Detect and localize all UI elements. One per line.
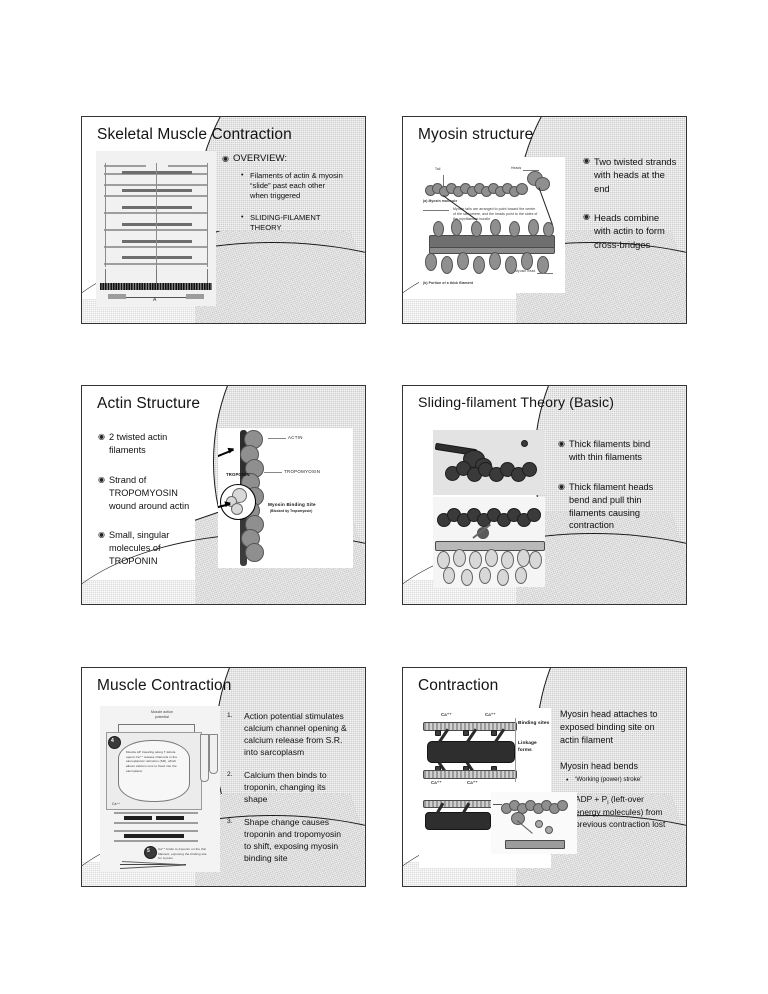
figure-label-actin: ACTIN	[288, 435, 303, 440]
slide-bullet-list: ◉ OVERVIEW: • Filaments of actin & myosi…	[222, 153, 344, 249]
dot-bullet-icon: •	[241, 171, 244, 179]
slide-bullet-list: ◉ Thick filaments bind with thin filamen…	[558, 438, 668, 541]
figure-label-a-band: A	[153, 297, 157, 303]
figure-step-number-5: 5	[147, 847, 150, 854]
bullet-item: ◉ Thick filaments bind with thin filamen…	[558, 438, 668, 464]
circled-dot-bullet-icon: ◉	[98, 432, 105, 441]
slide-title: Skeletal Muscle Contraction	[97, 126, 292, 143]
sub-bullet-item: • ADP + Pi (left-over energy molecules) …	[566, 794, 669, 831]
slide-1[interactable]: Skeletal Muscle Contraction	[81, 116, 366, 324]
figure-step-5-text: Ca⁺⁺ binds to troponin on the thin filam…	[158, 847, 207, 860]
bullet-text: Two twisted strands with heads at the en…	[594, 156, 677, 194]
bullet-item: ◉ 2 twisted actin filaments	[98, 431, 203, 457]
sub-bullet-item: • SLIDING-FILAMENT THEORY	[241, 213, 344, 234]
slide-title: Actin Structure	[97, 395, 201, 412]
figure-step-4-text: Muscle AP traveling along T-tubule opens…	[126, 750, 178, 773]
figure-caption-b: (b) Portion of a thick filament	[423, 281, 474, 285]
numbered-item: 1. Action potential stimulates calcium c…	[227, 710, 349, 758]
bullet-text: Strand of TROPOMYOSIN wound around actin	[109, 474, 190, 511]
numbered-text: Shape change causes troponin and tropomy…	[244, 817, 341, 864]
slide-bullet-list: ◉ 2 twisted actin filaments ◉ Strand of …	[98, 431, 203, 577]
slide-title: Contraction	[418, 677, 499, 694]
slide-numbered-list: 1. Action potential stimulates calcium c…	[227, 710, 349, 875]
slide-3[interactable]: Actin Structure TROPONIN ACTIN	[81, 385, 366, 605]
figure-label-calcium: Ca⁺⁺	[485, 712, 496, 717]
pointer-arrow-actin	[218, 448, 234, 474]
figure-label-linkage-forms: Linkage forms	[518, 741, 537, 754]
slide-4[interactable]: Sliding-filament Theory (Basic)	[402, 385, 687, 605]
slide-5[interactable]: Muscle Contraction Muscle action potenti…	[81, 667, 366, 887]
sub-bullet-item: • ‘Working (power) stroke’	[566, 776, 669, 787]
bullet-item: ◉ Thick filament heads bend and pull thi…	[558, 481, 668, 533]
circled-dot-bullet-icon: ◉	[583, 212, 590, 222]
slide-bullet-list: ◉ Two twisted strands with heads at the …	[583, 155, 678, 260]
sub-bullet-text: ‘Working (power) stroke’	[575, 776, 642, 784]
bullet-text: Thick filament heads bend and pull thin …	[569, 481, 654, 531]
figure-caption-a: (a) Myosin molecule	[423, 199, 458, 203]
sub-bullet-text: SLIDING-FILAMENT THEORY	[250, 212, 321, 232]
slide-title: Sliding-filament Theory (Basic)	[418, 395, 615, 411]
numbered-text: Calcium then binds to troponin, changing…	[244, 770, 327, 805]
circled-dot-bullet-icon: ◉	[222, 154, 229, 163]
figure-step-number-4: 4	[111, 737, 114, 744]
list-number: 1.	[227, 712, 233, 719]
bullet-text: 2 twisted actin filaments	[109, 432, 168, 455]
numbered-item: 2. Calcium then binds to troponin, chang…	[227, 769, 349, 805]
numbered-text: Myosin head attaches to exposed binding …	[560, 709, 658, 745]
sarcomere-sliding-filament-diagram: A	[96, 151, 216, 306]
dot-bullet-icon: •	[566, 777, 569, 785]
circled-dot-bullet-icon: ◉	[558, 439, 565, 448]
bullet-item: ◉ Two twisted strands with heads at the …	[583, 155, 678, 195]
circled-dot-bullet-icon: ◉	[583, 156, 590, 165]
figure-label-binding-site: Myosin Binding Site	[268, 502, 316, 507]
figure-label-heads: Heads	[511, 166, 522, 170]
dot-bullet-icon: •	[241, 213, 244, 221]
numbered-text: Action potential stimulates calcium chan…	[244, 711, 347, 758]
circled-dot-bullet-icon: ◉	[558, 481, 565, 491]
slide-title: Myosin structure	[418, 126, 534, 143]
cross-bridge-binding-photo-top	[433, 430, 545, 495]
sub-bullet-item: • Filaments of actin & myosin “slide” pa…	[241, 171, 344, 202]
numbered-text: Myosin head bends	[560, 761, 639, 772]
figure-label-binding-site-note: (Blocked by Tropomyosin)	[270, 509, 313, 513]
figure-label-troponin: TROPONIN	[226, 472, 250, 477]
slide-title: Muscle Contraction	[97, 677, 232, 694]
bullet-item: ◉ Heads combine with actin to form cross…	[583, 211, 678, 251]
slide-2[interactable]: Myosin structure Tail Heads	[402, 116, 687, 324]
figure-label-myosin-head: Myosin head	[515, 269, 536, 273]
list-number: 3.	[227, 818, 233, 826]
calcium-release-sarcoplasmic-reticulum-diagram: Muscle action potential 4 Muscle AP trav…	[100, 706, 220, 872]
sub-bullet-adp: ADP + Pi (left-over energy molecules) fr…	[575, 794, 669, 831]
sub-bullet-text-pre: ADP + P	[575, 793, 608, 804]
figure-label-calcium: Ca⁺⁺	[441, 712, 452, 717]
figure-label-tail: Tail	[435, 167, 441, 171]
numbered-item: 3. Shape change causes troponin and trop…	[227, 816, 349, 864]
myosin-molecule-diagram: Tail Heads	[419, 157, 565, 293]
sub-bullet-text: Filaments of actin & myosin “slide” past…	[250, 170, 343, 201]
numbered-item: 4. Myosin head attaches to exposed bindi…	[543, 708, 669, 746]
figure-note: Myosin tails are arranged to point towar…	[453, 207, 538, 222]
figure-label-calcium: Ca⁺⁺	[467, 780, 478, 785]
actin-thin-filament-diagram: TROPONIN ACTIN TROPOMYOSIN Myosin Bindin…	[218, 428, 353, 568]
bullet-text: Thick filaments bind with thin filaments	[569, 439, 651, 462]
figure-label-calcium: Ca⁺⁺	[112, 802, 121, 806]
figure-header-label: Muscle action potential	[150, 710, 174, 719]
bullet-item: ◉ OVERVIEW: • Filaments of actin & myosi…	[222, 153, 344, 240]
bullet-text: Heads combine with actin to form cross-b…	[594, 212, 665, 250]
bullet-text: Small, singular molecules of TROPONIN	[109, 530, 170, 567]
bullet-text: OVERVIEW:	[233, 153, 288, 164]
figure-label-binding-sites: Binding sites	[518, 721, 550, 726]
figure-label-calcium: Ca⁺⁺	[431, 780, 442, 785]
bullet-item: ◉ Strand of TROPOMYOSIN wound around act…	[98, 474, 203, 513]
circled-dot-bullet-icon: ◉	[98, 474, 105, 484]
cross-bridge-binding-photo-bottom	[433, 497, 545, 587]
slide-6[interactable]: Contraction Ca⁺⁺ Ca⁺⁺ Ca⁺⁺ Ca⁺⁺	[402, 667, 687, 887]
bullet-item: ◉ Small, singular molecules of TROPONIN	[98, 529, 203, 568]
power-stroke-inset-figure	[491, 792, 577, 854]
circled-dot-bullet-icon: ◉	[98, 530, 105, 540]
list-number: 2.	[227, 771, 233, 779]
figure-label-tropomyosin: TROPOMYOSIN	[284, 469, 321, 474]
